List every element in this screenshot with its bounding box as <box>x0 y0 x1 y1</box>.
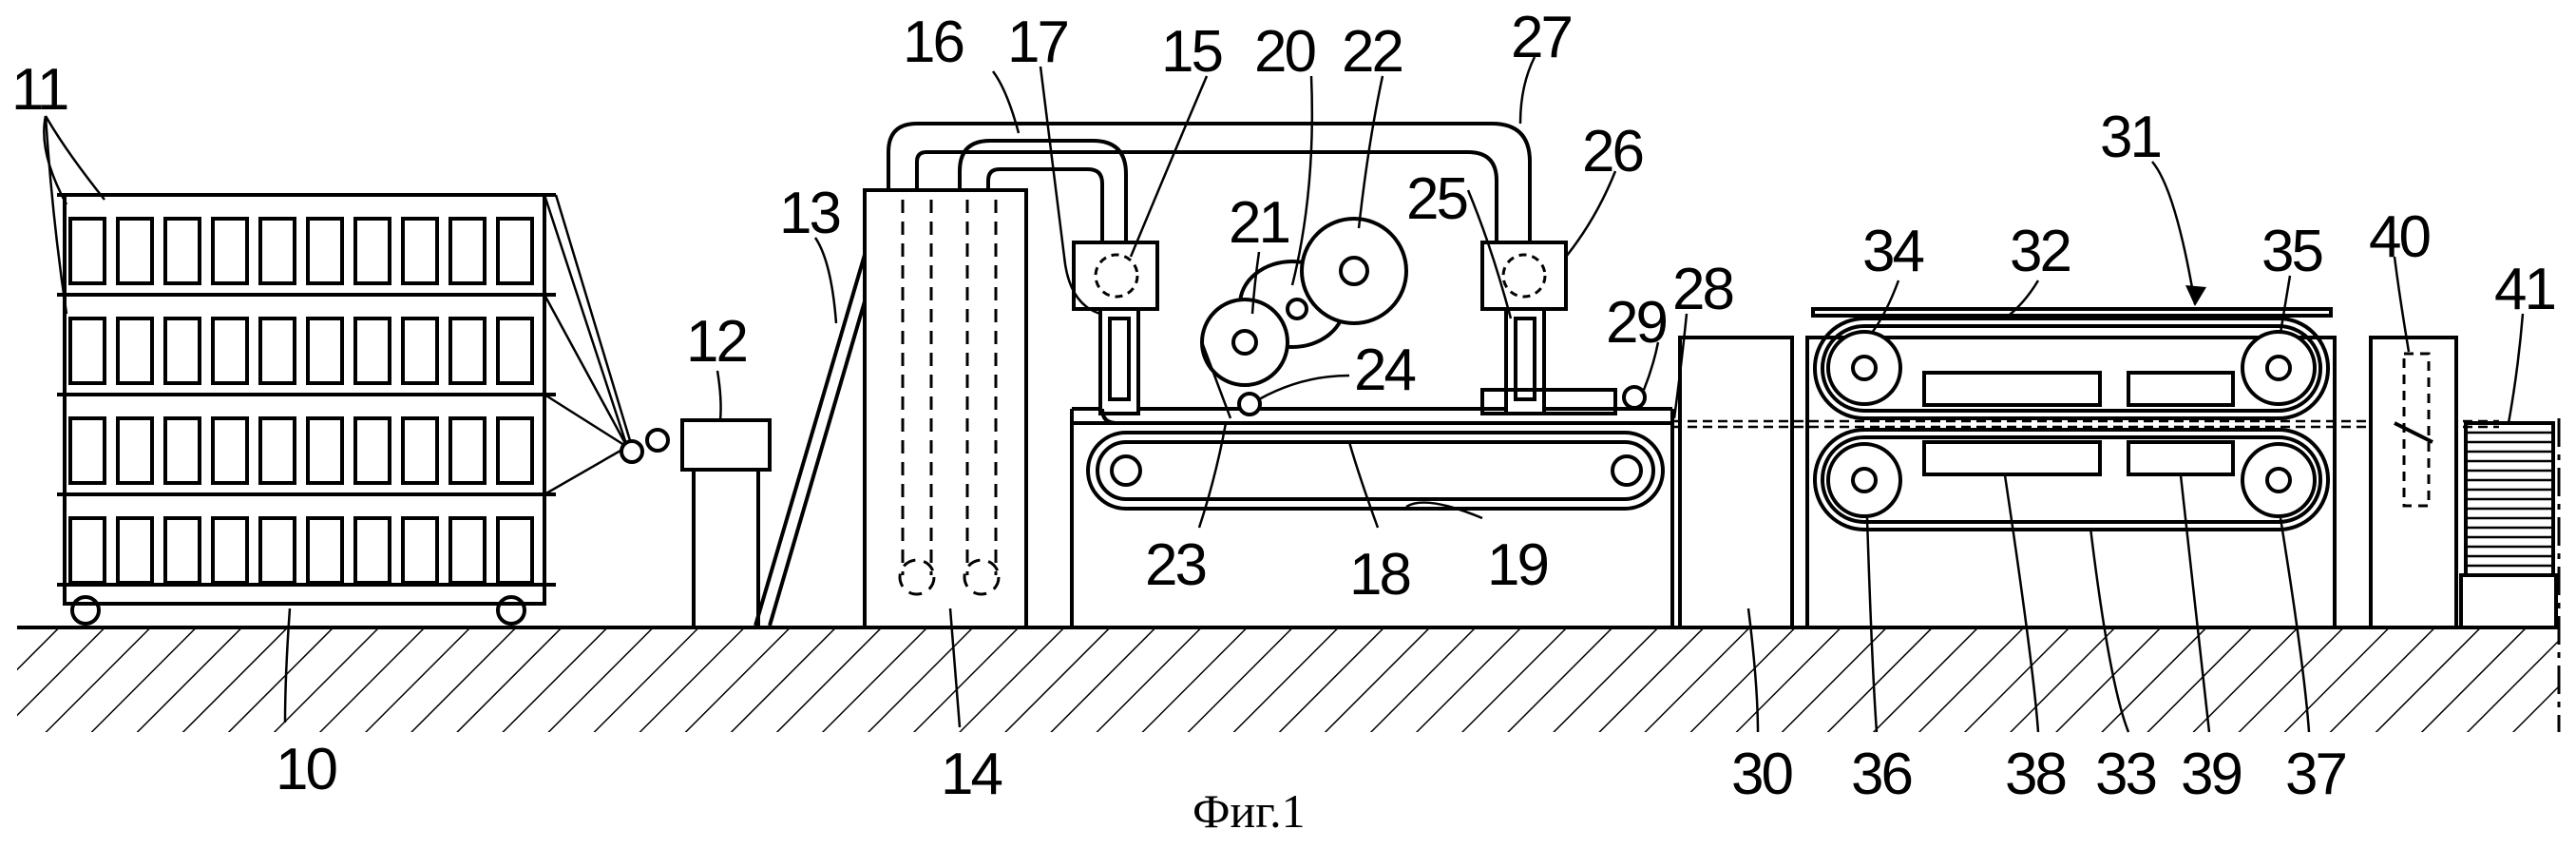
unit-12 <box>682 420 770 627</box>
label-41: 41 <box>2494 257 2554 322</box>
ramp-13 <box>755 255 869 626</box>
label-15: 15 <box>1161 19 1221 85</box>
figure-caption: Фиг.1 <box>1193 784 1306 838</box>
label-16: 16 <box>903 10 963 75</box>
label-20: 20 <box>1254 19 1315 85</box>
bobbins <box>70 219 532 583</box>
label-32: 32 <box>2010 219 2070 284</box>
label-18: 18 <box>1349 542 1409 608</box>
label-30: 30 <box>1731 742 1792 807</box>
creel-wheel-right <box>498 597 525 624</box>
label-11: 11 <box>11 57 67 123</box>
label-21: 21 <box>1229 190 1288 256</box>
label-40: 40 <box>2369 204 2430 270</box>
label-33: 33 <box>2095 742 2155 807</box>
label-19: 19 <box>1487 532 1547 598</box>
label-24: 24 <box>1354 338 1415 403</box>
conveyor-18-19 <box>1088 423 1672 509</box>
label-23: 23 <box>1145 532 1205 598</box>
fan-15 <box>1074 242 1178 423</box>
double-belt-press-31 <box>1807 309 2335 627</box>
label-28: 28 <box>1672 257 1732 322</box>
label-22: 22 <box>1342 19 1402 85</box>
label-26: 26 <box>1582 119 1642 184</box>
label-13: 13 <box>779 181 839 246</box>
label-27: 27 <box>1511 5 1571 70</box>
creel-wheel-left <box>72 597 99 624</box>
unit-30 <box>1680 338 1792 627</box>
bobbin-creel <box>57 195 668 624</box>
label-25: 25 <box>1406 166 1466 232</box>
label-12: 12 <box>686 309 746 375</box>
cutter-40 <box>2371 338 2456 627</box>
label-35: 35 <box>2261 219 2321 284</box>
label-10: 10 <box>276 737 336 802</box>
label-31: 31 <box>2100 105 2160 170</box>
label-17: 17 <box>1007 10 1067 75</box>
tower-14 <box>865 190 1026 627</box>
label-14: 14 <box>941 742 1002 807</box>
label-38: 38 <box>2005 742 2065 807</box>
label-29: 29 <box>1606 290 1666 356</box>
label-34: 34 <box>1862 219 1923 284</box>
label-39: 39 <box>2181 742 2241 807</box>
label-37: 37 <box>2285 742 2345 807</box>
label-36: 36 <box>1851 742 1911 807</box>
ground <box>17 627 2559 732</box>
